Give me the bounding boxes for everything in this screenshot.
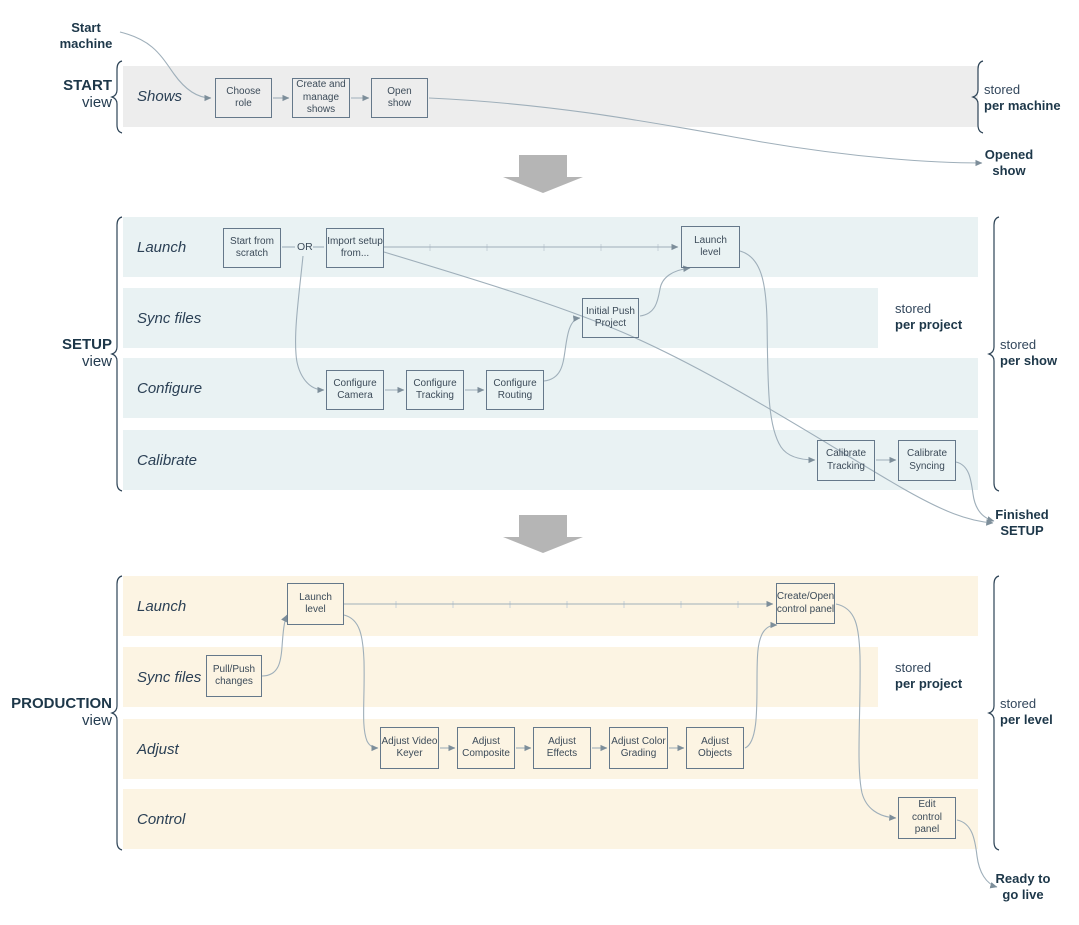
setup-stored-per-show-prefix: stored <box>1000 337 1037 352</box>
node-calibrate-syncing: Calibrate Syncing <box>898 440 956 481</box>
production-control-band <box>123 789 978 849</box>
lane-label-production-adjust: Adjust <box>137 740 179 758</box>
node-production-launch-level: Launch level <box>287 583 344 625</box>
production-stored-per-level: stored per level <box>1000 696 1053 728</box>
section-arrow-start-to-setup <box>503 155 583 193</box>
setup-configure-band <box>123 358 978 418</box>
bracket-setup-right <box>987 216 1000 492</box>
node-start-from-scratch: Start from scratch <box>223 228 281 268</box>
lane-label-production-control: Control <box>137 810 186 828</box>
connector-edit-panel-to-ready <box>956 819 998 889</box>
connector-import-to-finished-setup <box>383 251 994 526</box>
connector-open-show-to-opened-show <box>428 97 983 167</box>
setup-stored-per-project-prefix: stored <box>895 301 932 316</box>
connector-launch-level-to-video-keyer <box>343 614 379 752</box>
bracket-production-left <box>110 575 123 851</box>
lane-label-shows: Shows <box>137 88 183 105</box>
production-launch-band <box>123 576 978 636</box>
node-import-setup: Import setup from... <box>326 228 384 268</box>
lane-label-setup-launch: Launch <box>137 238 187 256</box>
connector-objects-to-create-open <box>744 621 778 749</box>
section-arrow-setup-to-production <box>503 515 583 553</box>
node-open-show: Open show <box>371 78 428 118</box>
connector-initial-push-to-launch-level <box>639 265 691 317</box>
production-sync-band <box>123 647 878 707</box>
start-view-sub: view <box>81 94 112 111</box>
start-machine-label: Start machine <box>59 20 113 51</box>
node-choose-role: Choose role <box>215 78 272 118</box>
lane-label-production-sync-files: Sync files <box>137 668 202 686</box>
stored-per-machine-prefix: stored <box>984 82 1021 97</box>
lane-label-production-launch: Launch <box>137 597 187 615</box>
connector-start-machine-to-choose-role <box>119 31 212 102</box>
setup-stored-per-project-scope: per project <box>895 317 963 332</box>
setup-view-sub: view <box>81 353 112 370</box>
bracket-start-right <box>971 60 984 134</box>
setup-stored-per-show-scope: per show <box>1000 353 1058 368</box>
connector-or-to-configure-camera <box>295 255 325 394</box>
ready-to-go-live-label: Ready to go live <box>995 871 1051 902</box>
setup-view-label: SETUP view <box>40 336 112 370</box>
node-calibrate-tracking: Calibrate Tracking <box>817 440 875 481</box>
setup-view-title: SETUP <box>61 336 112 353</box>
production-stored-per-level-scope: per level <box>1000 712 1053 727</box>
bracket-setup-left <box>110 216 123 492</box>
node-configure-tracking: Configure Tracking <box>406 370 464 410</box>
production-view-sub: view <box>81 712 112 729</box>
production-view-label: PRODUCTION view <box>5 695 112 729</box>
production-adjust-band <box>123 719 978 779</box>
start-view-title: START <box>63 77 112 94</box>
production-stored-per-project-prefix: stored <box>895 660 932 675</box>
stored-per-machine-scope: per machine <box>984 98 1061 113</box>
connector-syncing-to-finished-setup <box>955 461 995 523</box>
bracket-start-left <box>110 60 123 134</box>
node-pull-push-changes: Pull/Push changes <box>206 655 262 697</box>
lane-label-setup-calibrate: Calibrate <box>137 451 198 469</box>
production-stored-per-project-scope: per project <box>895 676 963 691</box>
connector-launch-level-to-calibrate-tracking <box>739 250 816 464</box>
production-view-title: PRODUCTION <box>11 695 112 712</box>
production-stored-per-project: stored per project <box>895 660 962 692</box>
node-edit-control-panel: Edit control panel <box>898 797 956 839</box>
connector-pullpush-to-launch-level <box>261 614 288 677</box>
lane-label-setup-sync-files: Sync files <box>137 309 202 327</box>
node-adjust-color-grading: Adjust Color Grading <box>609 727 668 769</box>
setup-sync-band <box>123 288 878 348</box>
node-initial-push-project: Initial Push Project <box>582 298 639 338</box>
node-create-open-control-panel: Create/Open control panel <box>776 583 835 624</box>
production-stored-per-level-prefix: stored <box>1000 696 1037 711</box>
connector-routing-to-initial-push <box>543 315 581 382</box>
stored-per-machine: stored per machine <box>984 82 1061 114</box>
finished-setup-label: Finished SETUP <box>995 507 1049 538</box>
node-create-manage-shows: Create and manage shows <box>292 78 350 118</box>
connector-create-open-to-edit-panel <box>835 603 897 821</box>
opened-show-label: Opened show <box>984 147 1034 178</box>
node-adjust-video-keyer: Adjust Video Keyer <box>380 727 439 769</box>
node-setup-launch-level: Launch level <box>681 226 740 268</box>
node-configure-camera: Configure Camera <box>326 370 384 410</box>
node-adjust-effects: Adjust Effects <box>533 727 591 769</box>
node-adjust-composite: Adjust Composite <box>457 727 515 769</box>
start-view-label: START view <box>40 77 112 111</box>
bracket-production-right <box>987 575 1000 851</box>
start-shows-band <box>123 66 978 127</box>
node-adjust-objects: Adjust Objects <box>686 727 744 769</box>
node-configure-routing: Configure Routing <box>486 370 544 410</box>
or-label: OR <box>297 241 313 253</box>
setup-stored-per-show: stored per show <box>1000 337 1057 369</box>
setup-stored-per-project: stored per project <box>895 301 962 333</box>
lane-label-setup-configure: Configure <box>137 379 203 397</box>
